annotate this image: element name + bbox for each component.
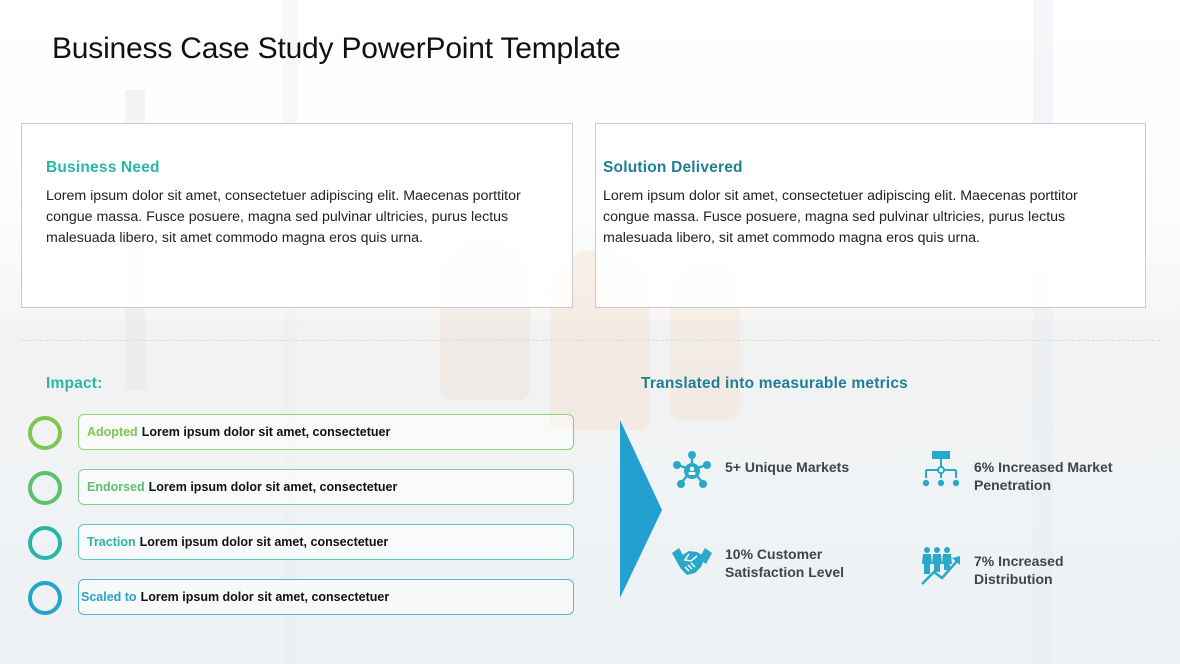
impact-item-adopted: Adopted Lorem ipsum dolor sit amet, cons… bbox=[0, 414, 590, 452]
business-need-heading: Business Need bbox=[46, 159, 160, 176]
metric-line1: 5+ Unique Markets bbox=[725, 459, 850, 475]
arrow-triangle-icon bbox=[620, 420, 662, 598]
impact-text: Lorem ipsum dolor sit amet, consectetuer bbox=[139, 535, 389, 549]
metric-customer-satisfaction: 10% Customer Satisfaction Level bbox=[671, 545, 844, 585]
impact-pill: Scaled to Lorem ipsum dolor sit amet, co… bbox=[78, 579, 574, 615]
impact-pill: Adopted Lorem ipsum dolor sit amet, cons… bbox=[78, 414, 574, 450]
impact-item-endorsed: Endorsed Lorem ipsum dolor sit amet, con… bbox=[0, 469, 590, 507]
impact-keyword: Scaled to bbox=[81, 590, 137, 604]
network-hub-icon bbox=[673, 451, 711, 488]
background-shape bbox=[283, 0, 297, 664]
ring-icon bbox=[28, 416, 62, 450]
metric-line2: Satisfaction Level bbox=[725, 564, 845, 580]
ring-icon bbox=[28, 581, 62, 615]
impact-item-traction: Traction Lorem ipsum dolor sit amet, con… bbox=[0, 524, 590, 562]
impact-text: Lorem ipsum dolor sit amet, consectetuer bbox=[141, 425, 391, 439]
impact-keyword: Traction bbox=[87, 535, 136, 549]
metric-line2: Distribution bbox=[974, 571, 1053, 587]
impact-pill: Traction Lorem ipsum dolor sit amet, con… bbox=[78, 524, 574, 560]
metric-line1: 6% Increased Market bbox=[974, 459, 1113, 475]
solution-delivered-card: Solution Delivered Lorem ipsum dolor sit… bbox=[595, 123, 1146, 308]
impact-keyword: Endorsed bbox=[87, 480, 145, 494]
slide-title: Business Case Study PowerPoint Template bbox=[52, 32, 621, 65]
metric-increased-distribution: 7% Increased Distribution bbox=[920, 546, 1064, 588]
business-need-card: Business Need Lorem ipsum dolor sit amet… bbox=[21, 123, 573, 308]
impact-text: Lorem ipsum dolor sit amet, consectetuer bbox=[148, 480, 398, 494]
section-divider bbox=[20, 340, 1160, 341]
metric-line2: Penetration bbox=[974, 477, 1052, 493]
solution-delivered-body: Lorem ipsum dolor sit amet, consectetuer… bbox=[603, 188, 1078, 246]
solution-delivered-heading: Solution Delivered bbox=[603, 159, 743, 176]
hierarchy-chart-icon bbox=[922, 451, 960, 487]
ring-icon bbox=[28, 526, 62, 560]
impact-text: Lorem ipsum dolor sit amet, consectetuer bbox=[140, 590, 390, 604]
handshake-icon bbox=[672, 548, 712, 575]
business-need-body: Lorem ipsum dolor sit amet, consectetuer… bbox=[46, 188, 521, 246]
impact-item-scaled-to: Scaled to Lorem ipsum dolor sit amet, co… bbox=[0, 579, 590, 617]
metric-line1: 7% Increased bbox=[974, 553, 1064, 569]
team-growth-icon bbox=[921, 547, 960, 585]
ring-icon bbox=[28, 471, 62, 505]
impact-keyword: Adopted bbox=[87, 425, 138, 439]
metric-market-penetration: 6% Increased Market Penetration bbox=[920, 450, 1113, 494]
metric-unique-markets: 5+ Unique Markets bbox=[671, 450, 849, 490]
metric-line1: 10% Customer bbox=[725, 546, 823, 562]
impact-heading: Impact: bbox=[46, 375, 103, 392]
impact-pill: Endorsed Lorem ipsum dolor sit amet, con… bbox=[78, 469, 574, 505]
metrics-heading: Translated into measurable metrics bbox=[641, 375, 908, 392]
